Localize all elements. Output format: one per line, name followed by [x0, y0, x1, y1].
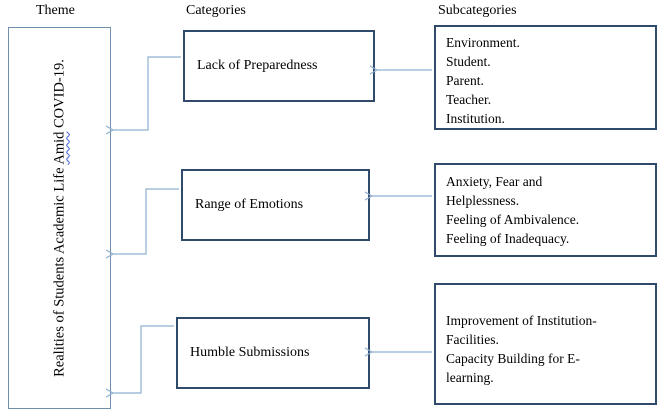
subcategory-box-emotions: Anxiety, Fear and Helplessness. Feeling …: [434, 163, 657, 257]
subcategory-item: Feeling of Inadequacy.: [446, 231, 570, 246]
subcategory-item: Parent.: [446, 73, 484, 88]
subcategory-item: Student.: [446, 54, 491, 69]
category-label: Range of Emotions: [195, 197, 304, 212]
theme-box: Realities of Students Academic Life Amid…: [8, 27, 111, 409]
arrow-cat2-to-theme: [113, 188, 179, 254]
subcategory-item: Improvement of Institution-: [446, 313, 597, 328]
header-categories: Categories: [186, 3, 246, 18]
subcategory-box-preparedness: Environment. Student. Parent. Teacher. I…: [434, 25, 657, 130]
subcategory-item: Feeling of Ambivalence.: [446, 212, 580, 227]
subcategory-item: Helplessness.: [446, 193, 520, 208]
subcategory-box-submissions: Improvement of Institution- Facilities. …: [434, 283, 657, 405]
subcategory-item: learning.: [446, 370, 494, 385]
header-theme: Theme: [36, 3, 75, 18]
subcategory-item: Teacher.: [446, 92, 492, 107]
category-humble-submissions: Humble Submissions: [176, 317, 370, 389]
subcategory-item: Capacity Building for E-: [446, 351, 580, 366]
subcategory-item: Facilities.: [446, 332, 499, 347]
arrow-cat3-to-theme: [113, 325, 174, 393]
category-label: Humble Submissions: [190, 345, 310, 360]
category-range-of-emotions: Range of Emotions: [181, 169, 370, 241]
subcategory-item: Environment.: [446, 35, 520, 50]
subcategory-item: Anxiety, Fear and: [446, 174, 543, 189]
arrow-cat1-to-theme: [113, 56, 181, 130]
header-subcategories: Subcategories: [438, 3, 517, 18]
subcategory-item: Institution.: [446, 111, 505, 126]
category-lack-of-preparedness: Lack of Preparedness: [183, 30, 375, 102]
category-label: Lack of Preparedness: [197, 58, 318, 73]
